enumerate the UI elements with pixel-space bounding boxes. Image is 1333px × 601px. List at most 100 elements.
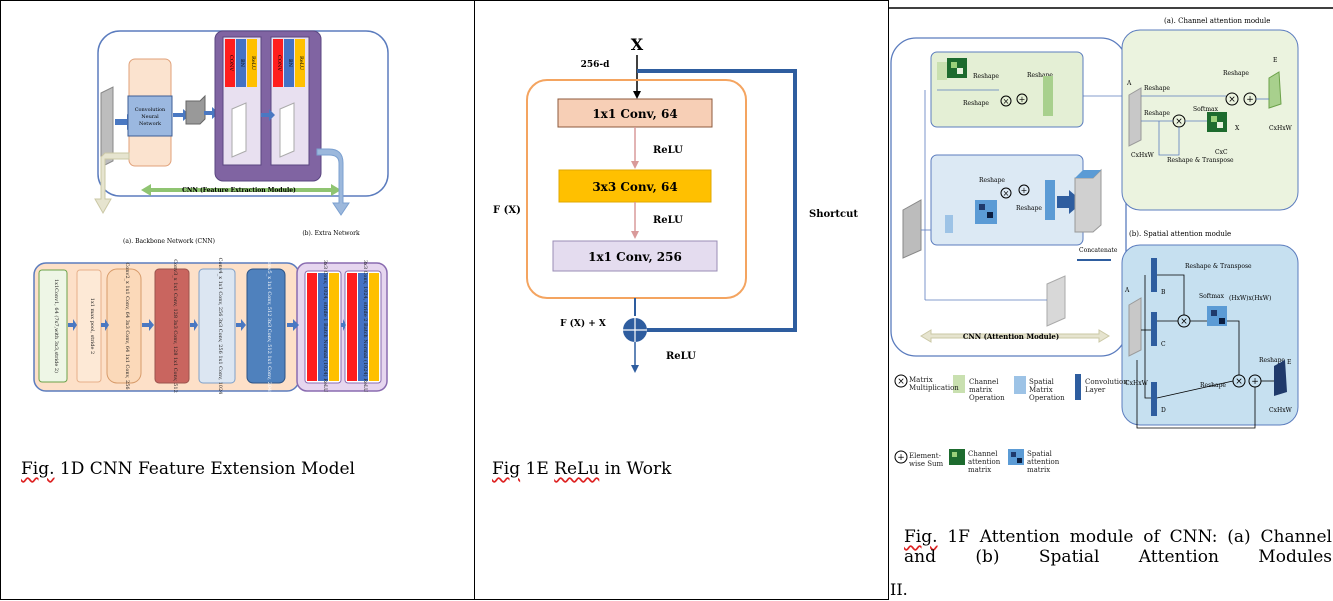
legend-sum-icon	[894, 450, 908, 464]
caption-panel-f: Fig. 1F Attention module of CNN: (a) Cha…	[904, 527, 1332, 567]
sum-node	[1016, 93, 1028, 105]
shortcut-label: Shortcut	[809, 209, 858, 220]
svg-text:CxHxW: CxHxW	[1269, 125, 1293, 132]
svg-text:Conv3_x 1x1 Conv, 128 3x3 Co: Conv3_x 1x1 Conv, 128 3x3 Conv, 128 1x1 …	[172, 259, 178, 393]
svg-text:B: B	[1161, 289, 1166, 296]
legend-conv-label: Convolution Layer	[1085, 378, 1128, 394]
svg-text:Reshape: Reshape	[1144, 85, 1170, 92]
svg-text:+: +	[1021, 186, 1028, 195]
concatenate-label: Concatenate	[1079, 247, 1118, 254]
svg-text:CxHxW: CxHxW	[1269, 407, 1293, 414]
svg-text:×: ×	[1235, 377, 1243, 387]
input-slab	[100, 86, 114, 168]
svg-text:X: X	[1235, 125, 1240, 132]
caption-panel-d: Fig. 1D CNN Feature Extension Model	[21, 459, 355, 479]
svg-text:(HxW)x(HxW): (HxW)x(HxW)	[1229, 295, 1271, 302]
spatial-matrix-icon	[975, 200, 997, 224]
residual-frame	[526, 79, 747, 299]
panel-relu-block: X 256-d 1x1 Conv, 64 ReLU 3x3 Conv, 64 R…	[475, 0, 889, 600]
stage-conv2	[106, 268, 142, 384]
feature-slab	[231, 102, 247, 158]
svg-text:Reshape: Reshape	[1259, 357, 1285, 364]
concat-cube	[1074, 168, 1102, 233]
extra-output-arrow	[316, 148, 350, 216]
svg-text:A: A	[1124, 287, 1130, 294]
shortcut-path	[637, 69, 797, 332]
block3-label: 1x1 Conv, 256	[588, 250, 682, 264]
legend-channel-matrix-label: Channel attention matrix	[968, 450, 1001, 474]
svg-text:Conv5_x 1x1 Conv, 512 3x3 Co: Conv5_x 1x1 Conv, 512 3x3 Conv, 512 1x1 …	[266, 258, 272, 395]
svg-text:Reshape: Reshape	[973, 73, 999, 80]
green-double-arrow	[141, 184, 341, 196]
relu-bar	[247, 39, 257, 87]
bn-label: BN	[287, 59, 293, 68]
panel-attention-module: (a). Channel attention module Reshape × …	[889, 0, 1333, 600]
svg-text:Network: Network	[139, 121, 162, 127]
legend-matmul-label: Matrix Multiplication	[909, 376, 959, 392]
svg-text:+: +	[897, 453, 905, 463]
svg-text:Conv2_x 1x1 Conv, 64 3x3 Con: Conv2_x 1x1 Conv, 64 3x3 Conv, 64 1x1 Co…	[124, 262, 130, 389]
svg-text:Softmax: Softmax	[1193, 106, 1219, 113]
fx-label: F (X)	[493, 205, 521, 216]
svg-text:Reshape: Reshape	[963, 100, 989, 107]
bn-bar	[236, 39, 246, 87]
svg-text:E: E	[1273, 57, 1277, 64]
stage-conv1	[38, 269, 68, 383]
svg-text:D: D	[1161, 407, 1166, 414]
attention-module-arrow	[920, 329, 1110, 343]
svg-text:Neural: Neural	[141, 114, 159, 120]
svg-text:CxHxW: CxHxW	[1131, 152, 1155, 159]
svg-text:1x1Conv1, 64 (7x7,with 3x3,str: 1x1Conv1, 64 (7x7,with 3x3,stride 2)	[53, 279, 60, 373]
legend-spatial-op-label: Spatial Matrix Operation	[1029, 378, 1065, 402]
svg-text:+: +	[1019, 95, 1026, 104]
concat-arrow	[1057, 190, 1083, 214]
cnn-box	[127, 95, 173, 137]
relu-label: ReLU	[298, 56, 304, 70]
svg-text:Reshape: Reshape	[1027, 72, 1053, 79]
spatial-attention-module	[1121, 244, 1299, 426]
legend-channel-op-icon	[953, 375, 965, 393]
legend-matmul-icon	[894, 374, 908, 388]
attention-module-label: CNN (Attention Module)	[963, 332, 1059, 341]
svg-text:×: ×	[1003, 97, 1010, 106]
stage-arrows	[68, 319, 346, 331]
input-slab	[902, 199, 922, 259]
svg-text:×: ×	[1180, 317, 1188, 327]
stage-conv5	[246, 268, 286, 384]
legend-spatial-matrix-label: Spatial attention matrix	[1027, 450, 1060, 474]
block-1x1-conv-64	[557, 98, 713, 128]
caption-panel-e: Fig 1E ReLu in Work	[492, 459, 672, 479]
svg-text:C: C	[1161, 341, 1166, 348]
stage-conv3	[154, 268, 190, 384]
bn-label: BN	[239, 59, 245, 68]
relu2-label: ReLU	[653, 215, 683, 226]
channel-module-title: (a). Channel attention module	[1164, 17, 1270, 25]
svg-text:+: +	[1251, 377, 1259, 387]
block-1x1-conv-256	[552, 240, 718, 272]
svg-text:×: ×	[1228, 95, 1236, 105]
spatial-module-title: (b). Spatial attention module	[1129, 230, 1231, 238]
input-x-label: X	[631, 35, 644, 54]
stage-maxpool	[76, 269, 102, 383]
svg-text:×: ×	[1003, 189, 1010, 198]
svg-text:Softmax: Softmax	[1199, 293, 1225, 300]
feature-cube	[185, 94, 206, 125]
svg-text:E: E	[1287, 359, 1291, 366]
feature-module-label: CNN (Feature Extraction Module)	[182, 187, 296, 194]
svg-text:A: A	[1126, 80, 1132, 87]
conv-label: CONV	[228, 55, 234, 71]
residual-block-diagram: X 256-d 1x1 Conv, 64 ReLU 3x3 Conv, 64 R…	[493, 35, 858, 373]
relu3-label: ReLU	[666, 351, 696, 362]
extra-label: (b). Extra Network	[302, 230, 360, 237]
svg-text:Reshape: Reshape	[1144, 110, 1170, 117]
dim-label: 256-d	[581, 60, 611, 70]
svg-text:Conv4_x 1x1 Conv, 256 3x3 Co: Conv4_x 1x1 Conv, 256 3x3 Conv, 256 1x1 …	[217, 258, 223, 395]
backbone-output-arrow	[94, 152, 130, 215]
panel-cnn-feature-extension: Convolution Neural Network CONV BN ReLU …	[0, 0, 475, 600]
relu1-label: ReLU	[653, 145, 683, 156]
svg-text:3x3 Conv, 1024, stride 2 Batc: 3x3 Conv, 1024, stride 2 Batch Normal (1…	[362, 260, 369, 392]
svg-text:Reshape: Reshape	[979, 177, 1005, 184]
svg-text:Reshape: Reshape	[1223, 70, 1249, 77]
block-3x3-conv-64	[558, 169, 712, 203]
conv-label: CONV	[276, 55, 282, 71]
